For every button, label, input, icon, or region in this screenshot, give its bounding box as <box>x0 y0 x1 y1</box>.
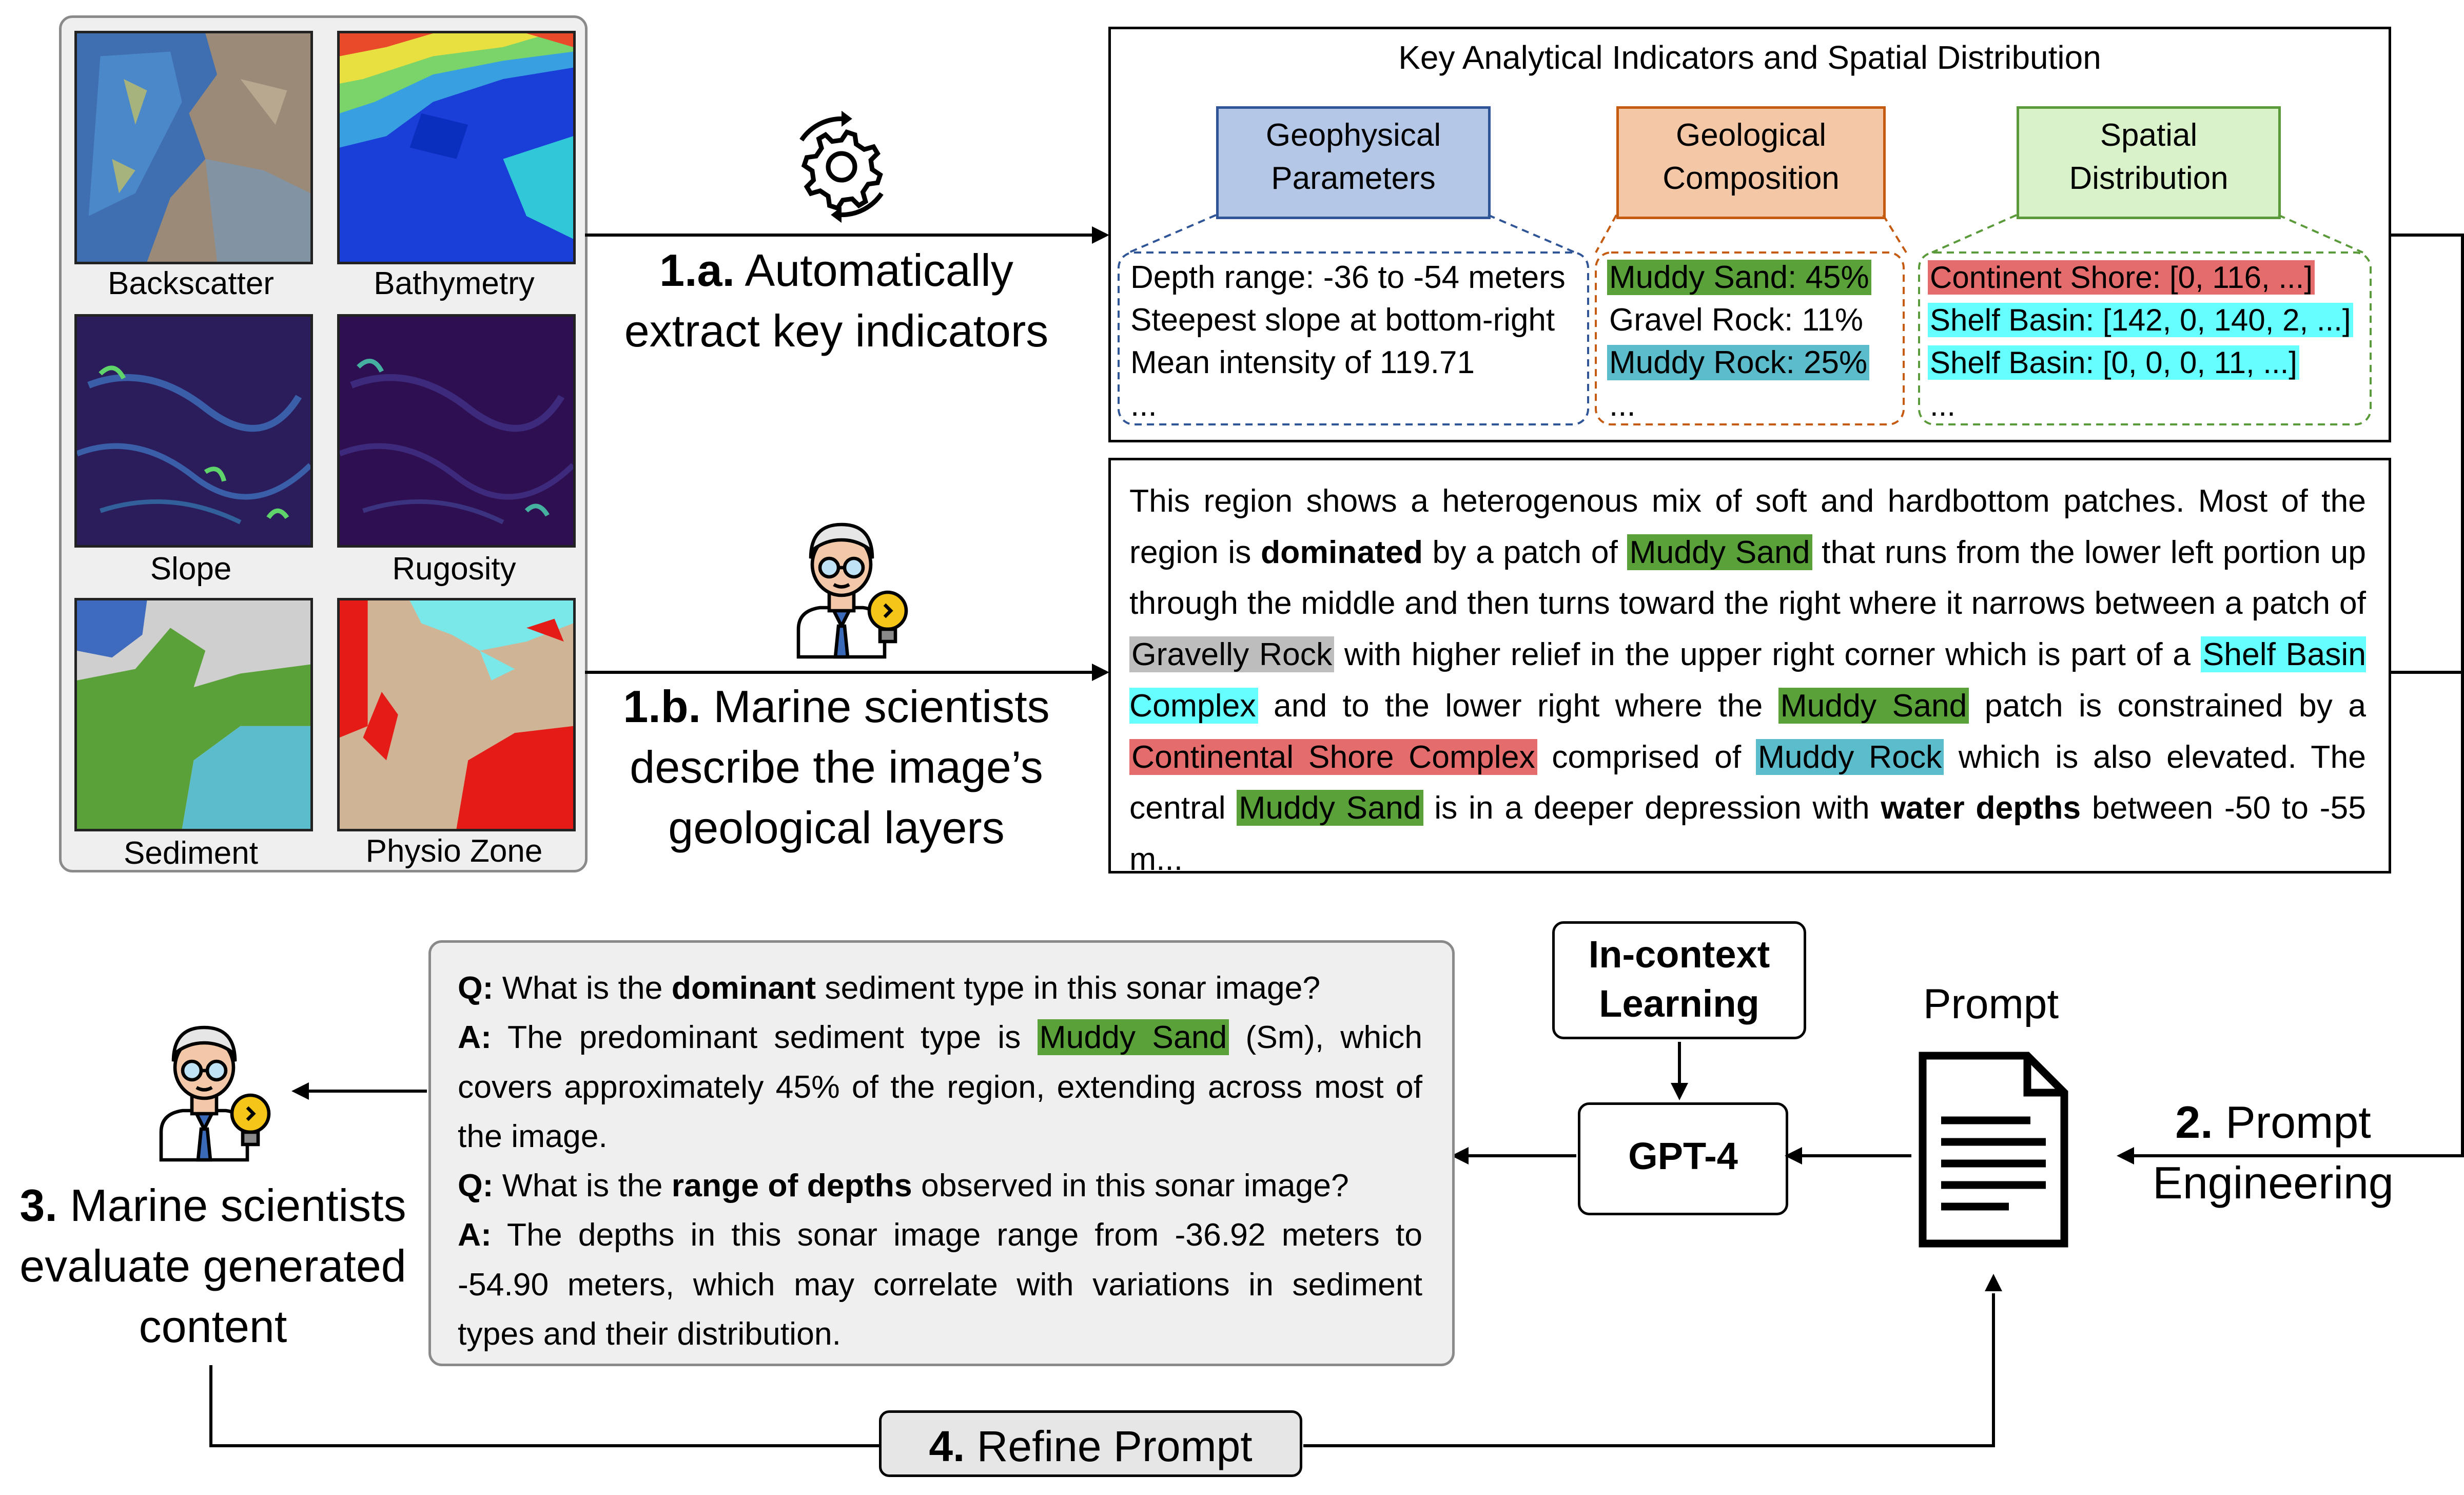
sediment-map <box>74 598 313 831</box>
description-text: This region shows a heterogenous mix of … <box>1129 483 2367 877</box>
arrow-prompt-to-gpt-head <box>1785 1147 1802 1164</box>
geological-item: Muddy Sand: 45% <box>1607 260 1871 295</box>
step-1a-label: 1.a. Automatically extract key indicator… <box>595 240 1078 361</box>
connector-to-prompt <box>2132 1154 2464 1157</box>
geological-label-2: Composition <box>1663 161 1840 196</box>
geological-item: Muddy Rock: 25% <box>1607 345 1870 380</box>
geological-label-1: Geological <box>1676 118 1826 153</box>
geological-item: ... <box>1609 387 1636 423</box>
backscatter-label: Backscatter <box>108 266 274 301</box>
geophysical-items: Depth range: -36 to -54 meters Steepest … <box>1130 256 1566 426</box>
geophysical-item: Steepest slope at bottom-right <box>1130 302 1555 338</box>
scientist-icon <box>765 500 918 659</box>
backscatter-map <box>74 31 313 264</box>
physio-zone-label: Physio Zone <box>365 833 543 869</box>
gpt-4-box: GPT-4 <box>1578 1102 1788 1215</box>
arrow-qa-to-scientist-head <box>291 1082 309 1100</box>
qa-text: Q: What is the dominant sediment type in… <box>458 970 1423 1352</box>
spatial-label-2: Distribution <box>2069 161 2228 196</box>
refine-loop-right-vertical <box>1992 1293 1995 1447</box>
spatial-item: Shelf Basin: [0, 0, 0, 11, ...] <box>1928 345 2299 380</box>
refine-loop-bottom-right <box>1303 1444 1995 1447</box>
arrow-1a <box>585 234 1093 237</box>
spatial-item: ... <box>1930 388 1956 422</box>
spatial-item: Shelf Basin: [142, 0, 140, 2, ...] <box>1928 303 2353 337</box>
step-3-text-1: Marine scientists <box>70 1180 406 1231</box>
connector-indicators-right <box>2389 234 2464 237</box>
step-1b-label: 1.b. Marine scientists describe the imag… <box>595 676 1078 858</box>
refine-loop-left-vertical <box>209 1365 212 1447</box>
physio-zone-map <box>337 598 576 831</box>
step-3-label: 3. Marine scientists evaluate generated … <box>0 1175 426 1357</box>
geological-item: Gravel Rock: 11% <box>1609 302 1864 338</box>
connector-to-prompt-head <box>2117 1147 2134 1164</box>
step-1a-text-2: extract key indicators <box>624 305 1049 356</box>
step-1b-text-1: Marine scientists <box>713 681 1050 732</box>
arrow-1b <box>585 671 1093 674</box>
spatial-label-1: Spatial <box>2100 118 2198 153</box>
step-2-text-2: Engineering <box>2153 1157 2394 1208</box>
step-2-label: 2. Prompt Engineering <box>2109 1092 2437 1213</box>
map-thumbnails-panel: Backscatter Bathymetry Slope <box>59 15 588 872</box>
step-1b-text-3: geological layers <box>668 802 1005 853</box>
rugosity-map <box>337 314 576 548</box>
spatial-items: Continent Shore: [0, 116, ...] Shelf Bas… <box>1928 256 2353 426</box>
step-1b-text-2: describe the image’s <box>630 742 1043 792</box>
arrow-in-context-to-gpt-head <box>1671 1083 1688 1100</box>
key-indicators-box: Key Analytical Indicators and Spatial Di… <box>1108 27 2391 442</box>
refine-prompt-box: 4. Refine Prompt <box>879 1410 1302 1477</box>
connector-description-right <box>2389 671 2464 674</box>
arrow-qa-to-scientist <box>308 1090 427 1093</box>
step-2-number: 2. <box>2175 1097 2213 1148</box>
bathymetry-label: Bathymetry <box>374 266 535 301</box>
step-2-text-1: Prompt <box>2225 1097 2371 1148</box>
step-1b-number: 1.b. <box>623 681 701 732</box>
generated-qa-box: Q: What is the dominant sediment type in… <box>428 940 1455 1366</box>
step-3-number: 3. <box>19 1180 57 1231</box>
geophysical-item: Depth range: -36 to -54 meters <box>1130 260 1566 295</box>
step-4-number: 4. <box>929 1422 965 1470</box>
step-1a-text-1: Automatically <box>745 245 1013 296</box>
gpt-4-label: GPT-4 <box>1628 1135 1738 1177</box>
arrow-1a-head <box>1092 226 1109 244</box>
step-1a-number: 1.a. <box>659 245 735 296</box>
key-indicators-title: Key Analytical Indicators and Spatial Di… <box>1398 39 2101 76</box>
in-context-line-2: Learning <box>1599 982 1759 1025</box>
document-icon <box>1917 1050 2070 1250</box>
step-4-text: Refine Prompt <box>976 1422 1253 1470</box>
arrow-gpt-to-qa <box>1468 1154 1576 1157</box>
geophysical-parameters-box: Geophysical Parameters <box>1216 106 1491 219</box>
slope-label: Slope <box>150 551 232 587</box>
indicator-connectors <box>1118 214 2372 425</box>
in-context-line-1: In-context <box>1588 933 1770 976</box>
spatial-distribution-box: Spatial Distribution <box>2017 106 2281 219</box>
gear-icon <box>775 100 908 234</box>
arrow-in-context-to-gpt <box>1678 1042 1681 1088</box>
in-context-learning-box: In-context Learning <box>1552 921 1806 1039</box>
scientist-description-box: This region shows a heterogenous mix of … <box>1108 458 2391 877</box>
geophysical-label-1: Geophysical <box>1265 118 1441 153</box>
slope-map <box>74 314 313 548</box>
arrow-prompt-to-gpt <box>1801 1154 1911 1157</box>
spatial-item: Continent Shore: [0, 116, ...] <box>1928 260 2315 295</box>
step-3-text-3: content <box>139 1301 287 1352</box>
scientist-evaluator-icon <box>127 1003 281 1162</box>
geophysical-label-2: Parameters <box>1271 161 1436 196</box>
geological-items: Muddy Sand: 45% Gravel Rock: 11% Muddy R… <box>1607 256 1871 426</box>
geophysical-item: Mean intensity of 119.71 <box>1130 345 1475 380</box>
rugosity-label: Rugosity <box>392 551 516 587</box>
geophysical-item: ... <box>1130 387 1157 423</box>
refine-loop-head <box>1985 1274 2002 1291</box>
bathymetry-map <box>337 31 576 264</box>
arrow-1b-head <box>1092 664 1109 681</box>
step-3-text-2: evaluate generated <box>19 1240 406 1291</box>
refine-loop-bottom-left <box>209 1444 879 1447</box>
connector-right-vertical <box>2461 234 2464 1157</box>
geological-composition-box: Geological Composition <box>1616 106 1886 219</box>
sediment-label: Sediment <box>124 836 258 871</box>
prompt-label: Prompt <box>1923 981 2059 1027</box>
